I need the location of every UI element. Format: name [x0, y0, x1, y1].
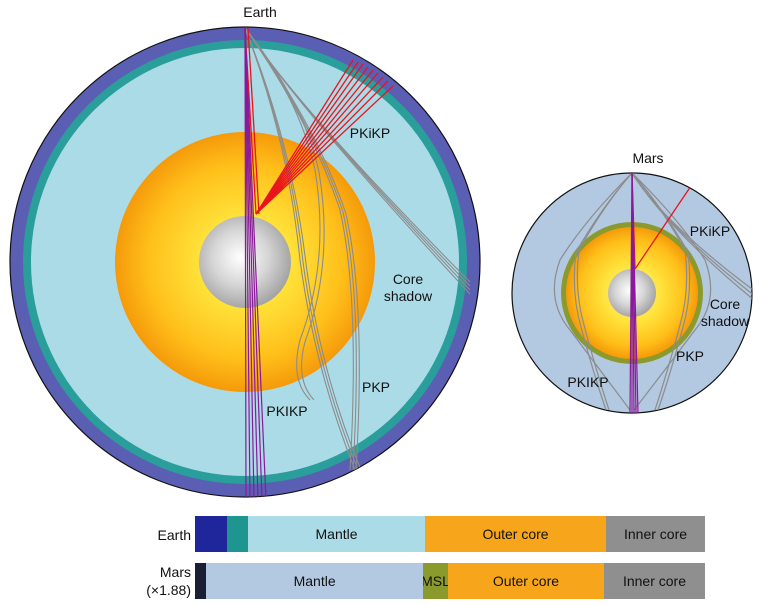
- earth-pkikp-upper-label: PKiKP: [350, 125, 390, 141]
- mars-core-shadow-label-line2: shadow: [701, 313, 750, 329]
- earth-core-shadow-label-line2: shadow: [384, 288, 433, 304]
- mars-ray-paths: [553, 173, 752, 413]
- mars-core-shadow-label-line1: Core: [710, 296, 741, 312]
- mars-pkikp-through-rays: [629, 173, 639, 413]
- mars-title: Mars: [632, 150, 663, 166]
- earth-title: Earth: [243, 4, 276, 20]
- earth-pkp-label: PKP: [362, 379, 390, 395]
- earth-ray-paths: [244, 27, 471, 497]
- mars-bar-label-line2: (×1.88): [146, 582, 191, 598]
- earth-cross-section: Earth PKiKP Core shadow PKP PKIKP: [9, 4, 481, 498]
- earth-bar-segment-transition: [227, 516, 249, 552]
- earth-bar-label: Earth: [157, 527, 191, 543]
- mars-bar-segment-msl: MSL: [422, 563, 448, 599]
- earth-core-shadow-label-line1: Core: [393, 271, 424, 287]
- mars-cross-section: Mars PKiKP Core shadow PKP PKIKP: [511, 150, 753, 414]
- mars-bar-segment-outer-core: Outer core: [447, 563, 604, 599]
- mars-bar-segment-mantle: Mantle: [206, 563, 423, 599]
- mars-bar-segment-inner-core: Inner core: [604, 563, 705, 599]
- mars-bar-label-line1: Mars: [159, 564, 191, 580]
- earth-bar-segment-outer-core: Outer core: [425, 516, 607, 552]
- mars-pkp-rays: [553, 173, 752, 411]
- mars-bar-label: Mars (×1.88): [146, 563, 191, 599]
- earth-bar-segment-mantle: Mantle: [248, 516, 425, 552]
- mars-pkp-label: PKP: [676, 348, 704, 364]
- earth-bar-segment-inner-core: Inner core: [606, 516, 705, 552]
- mars-pkikp-upper-label: PKiKP: [690, 223, 730, 239]
- mars-bar-segment-crust: [195, 563, 207, 599]
- earth-pkikp-lower-label: PKIKP: [266, 403, 307, 419]
- mars-pkikp-lower-label: PKIKP: [567, 374, 608, 390]
- earth-pkikp-through-rays: [244, 27, 267, 497]
- earth-bar-segment-crust: [195, 516, 228, 552]
